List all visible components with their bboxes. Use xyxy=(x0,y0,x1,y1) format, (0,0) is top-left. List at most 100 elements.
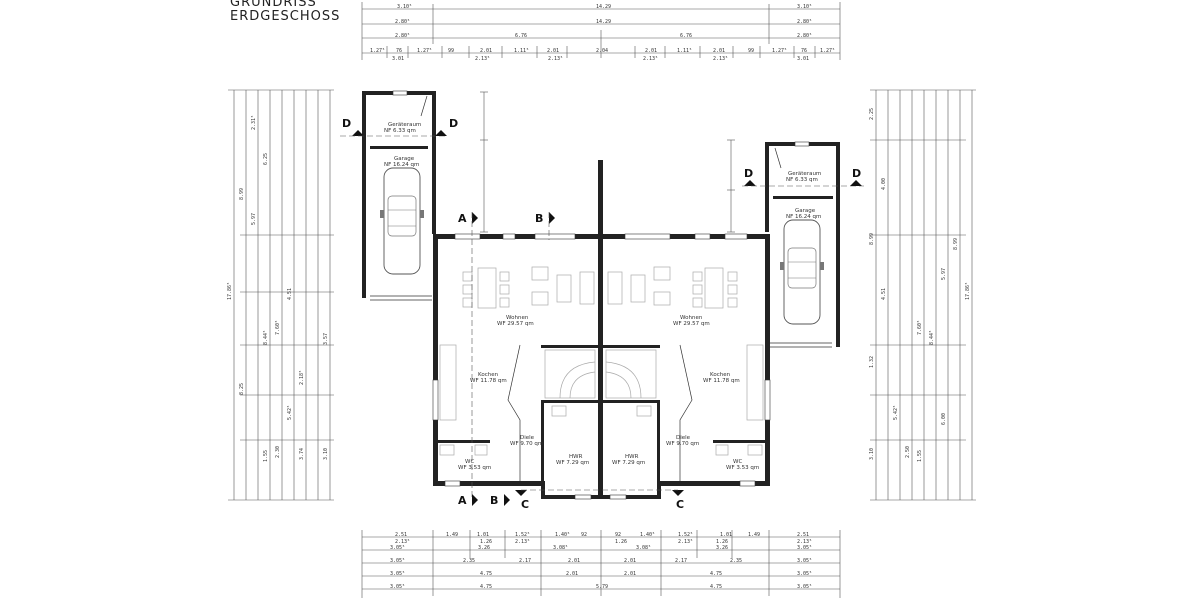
left-dim-7: 7.60⁵ xyxy=(275,320,281,335)
bottom-dim-r5-0: 3.05⁵ xyxy=(390,571,405,577)
left-dim-3: 6.25 xyxy=(263,153,269,165)
right-wc-name: WC xyxy=(733,459,742,465)
section-d-left-2: D xyxy=(449,117,458,130)
top-dim-r4-5: 1.11⁵ xyxy=(514,48,529,54)
top-dim-r4-14: 1.27⁵ xyxy=(820,48,835,54)
right-wohnen-area: WF 29.57 qm xyxy=(673,321,710,327)
left-diele-name: Diele xyxy=(520,435,535,441)
left-dim-10: 2.18⁵ xyxy=(299,370,305,385)
left-garage: Geräteraum NF 6.33 qm Garage NF 16.24 qm xyxy=(362,90,436,301)
top-dim-r5-0: 3.01 xyxy=(392,56,404,62)
right-kochen-area: WF 11.78 qm xyxy=(703,378,740,384)
bottom-dim-r1-7: 1.40⁵ xyxy=(640,532,655,538)
left-dim-13: 2.30 xyxy=(275,446,281,458)
right-kochen-name: Kochen xyxy=(710,372,731,378)
bottom-dim-r1-5: 92 xyxy=(581,532,587,538)
bottom-dim-r6-4: 3.05⁵ xyxy=(797,584,812,590)
bottom-dim-r4-1: 2.35 xyxy=(463,558,475,564)
bottom-dim-r1-1: 1.49 xyxy=(446,532,458,538)
bottom-dim-r2-6: 2.13⁵ xyxy=(797,539,812,545)
top-dim-r4-11: 99 xyxy=(748,48,754,54)
bottom-dim-r6-0: 3.05⁵ xyxy=(390,584,405,590)
right-geraeteraum-area: NF 6.33 qm xyxy=(786,177,818,183)
section-markers: D D D D A A B B C C xyxy=(340,117,864,511)
drawing-title-line1: GRUNDRISS xyxy=(230,0,317,10)
right-dim-10: 5.42⁵ xyxy=(893,405,899,420)
bottom-dim-r5-5: 3.05⁵ xyxy=(797,571,812,577)
left-dim-4: 2.31⁵ xyxy=(251,115,257,130)
house-walls xyxy=(432,160,771,500)
bottom-dim-r2-4: 2.13⁵ xyxy=(678,539,693,545)
bottom-dim-r1-3: 1.52⁵ xyxy=(515,532,530,538)
bottom-dim-r6-1: 4.75 xyxy=(480,584,492,590)
bottom-dim-r3-2: 3.08⁵ xyxy=(553,545,568,551)
right-dim-7: 8.99 xyxy=(953,238,959,250)
bottom-dim-r4-4: 2.01 xyxy=(624,558,636,564)
section-c-left: C xyxy=(521,498,529,511)
right-dim-14: 3.10 xyxy=(869,448,875,460)
top-dim-r4-4: 2.01 xyxy=(480,48,492,54)
right-wohnen-name: Wohnen xyxy=(680,315,703,321)
bottom-dim-r3-5: 3.05⁵ xyxy=(797,545,812,551)
bottom-dim-r2-5: 1.26 xyxy=(716,539,728,545)
top-dim-r1-left: 3.10⁵ xyxy=(397,4,412,10)
right-dim-11: 2.50 xyxy=(905,446,911,458)
left-dim-6: 8.44⁵ xyxy=(263,330,269,345)
bottom-dim-r2-1: 1.26 xyxy=(480,539,492,545)
bottom-dim-r5-2: 2.01 xyxy=(566,571,578,577)
top-dim-r4-13: 76 xyxy=(801,48,807,54)
left-diele-area: WF 9.70 qm xyxy=(510,441,543,447)
bottom-dim-r1-8: 1.52⁵ xyxy=(678,532,693,538)
top-dim-r3-c: 6.76 xyxy=(680,33,692,39)
right-dim-6: 5.97 xyxy=(941,268,947,280)
right-dim-1: 4.00 xyxy=(881,178,887,190)
section-a-bottom: A xyxy=(458,494,467,507)
left-dim-15: 3.10 xyxy=(323,448,329,460)
top-dim-r4-6: 2.01 xyxy=(547,48,559,54)
top-dim-r4-10: 2.01 xyxy=(713,48,725,54)
left-geraeteraum-area: NF 6.33 qm xyxy=(384,128,416,134)
room-labels: Wohnen WF 29.57 qm Wohnen WF 29.57 qm Ko… xyxy=(458,315,759,471)
bottom-dim-r4-2: 2.17 xyxy=(519,558,531,564)
bottom-dim-r2-0: 2.13⁵ xyxy=(395,539,410,545)
bottom-dim-r1-11: 2.51 xyxy=(797,532,809,538)
top-dim-r4-9: 1.11⁵ xyxy=(677,48,692,54)
top-dim-r5-1: 2.13⁵ xyxy=(475,56,490,62)
left-kochen-name: Kochen xyxy=(478,372,499,378)
section-d-right-1: D xyxy=(744,167,753,180)
right-dim-4: 7.60⁵ xyxy=(917,320,923,335)
left-dimension-chains: 17.86⁵ 8.99 5.97 6.25 2.31⁵ 8.25 8.44⁵ 7… xyxy=(227,89,334,501)
drawing-title-line2: ERDGESCHOSS xyxy=(230,9,341,24)
section-b-top: B xyxy=(535,212,543,225)
top-dim-r4-8: 2.01 xyxy=(645,48,657,54)
bottom-dim-r1-6: 92 xyxy=(615,532,621,538)
top-dim-r4-0: 1.27⁵ xyxy=(370,48,385,54)
right-garage: Geräteraum NF 6.33 qm Garage NF 16.24 qm xyxy=(765,141,840,348)
top-dimension-chains: 3.10⁵ 14.29 3.10⁵ 2.80⁵ 14.29 2.80⁵ 2.80… xyxy=(361,2,841,62)
left-dim-1: 8.99 xyxy=(239,188,245,200)
left-geraeteraum-name: Geräteraum xyxy=(388,122,421,128)
left-dim-9: 3.57 xyxy=(323,333,329,345)
top-dim-r3-b: 6.76 xyxy=(515,33,527,39)
left-wohnen-name: Wohnen xyxy=(506,315,529,321)
section-d-right-2: D xyxy=(852,167,861,180)
top-dim-r5-4: 2.13⁵ xyxy=(713,56,728,62)
left-kochen-area: WF 11.78 qm xyxy=(470,378,507,384)
section-c-right: C xyxy=(676,498,684,511)
left-hwr-area: WF 7.29 qm xyxy=(556,460,589,466)
right-geraeteraum-name: Geräteraum xyxy=(788,171,821,177)
bottom-dim-r6-3: 4.75 xyxy=(710,584,722,590)
right-dim-9: 1.32 xyxy=(869,356,875,368)
bottom-dim-r3-4: 3.26 xyxy=(716,545,728,551)
right-diele-name: Diele xyxy=(676,435,691,441)
top-dim-r1-mid: 14.29 xyxy=(596,4,611,10)
bottom-dim-r2-3: 1.26 xyxy=(615,539,627,545)
left-wc-name: WC xyxy=(465,459,474,465)
left-hwr-name: HWR xyxy=(569,454,583,460)
bottom-dim-r1-0: 2.51 xyxy=(395,532,407,538)
right-garage-name: Garage xyxy=(795,208,816,214)
bottom-dim-r1-10: 1.49 xyxy=(748,532,760,538)
top-dim-r4-2: 1.27⁵ xyxy=(417,48,432,54)
left-wc-area: WF 3.53 qm xyxy=(458,465,491,471)
